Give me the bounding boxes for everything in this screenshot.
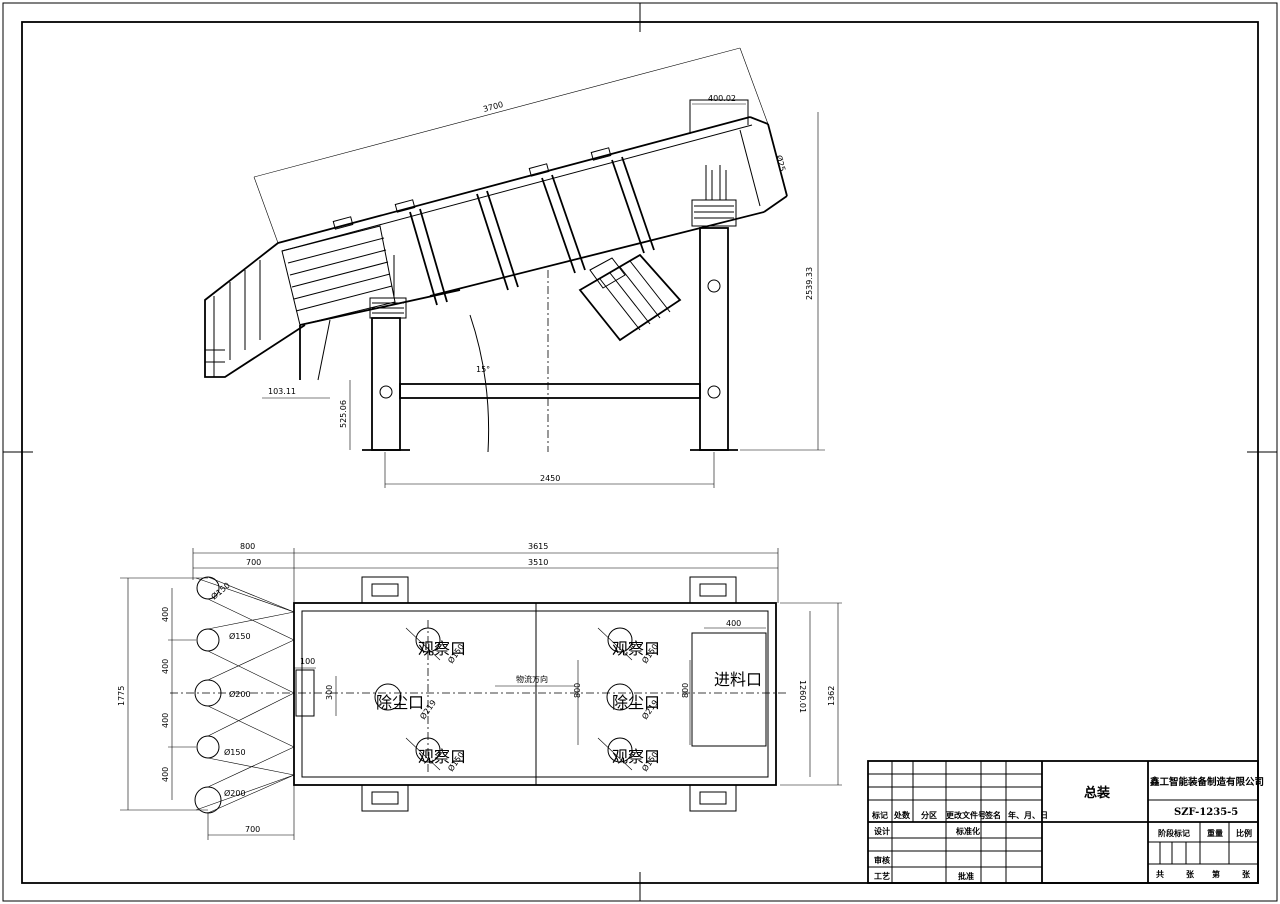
label-observation-2: 观察口: [418, 747, 466, 766]
dim-400-1: 400: [161, 607, 170, 622]
vibrator-motor: [578, 253, 682, 342]
tb-drawing-name: 总装: [1084, 785, 1110, 801]
springs: [369, 165, 737, 319]
label-feed-inlet: 进料口: [714, 670, 762, 689]
tb-scale: 比例: [1236, 828, 1252, 838]
dim-2539-33: 2539.33: [805, 267, 814, 300]
port-label-1: Ø150: [209, 580, 232, 602]
dim-525-06: 525.06: [339, 400, 348, 428]
dim-400-3: 400: [161, 713, 170, 728]
tb-company: 鑫工智能装备制造有限公司: [1150, 776, 1264, 788]
dim-400-4: 400: [161, 767, 170, 782]
tb-standardization: 标准化: [955, 826, 980, 836]
mounting-feet: [361, 576, 737, 812]
tb-col-count: 处数: [893, 810, 911, 820]
tb-design: 设计: [874, 826, 890, 836]
dim-700-bottom: 700: [245, 825, 260, 834]
label-dust-2: 除尘口: [612, 693, 660, 712]
plan-dimensions: [120, 548, 842, 840]
tb-approve: 批准: [958, 871, 974, 881]
feed-opening: [691, 632, 767, 747]
dim-800-a: 800: [573, 683, 582, 698]
screen-box: [204, 99, 788, 381]
title-block: 标记 处数 分区 更改文件号 签名 年、月、日 设计 标准化 审核 工艺 批准 …: [867, 760, 1264, 884]
dim-100: 100: [300, 657, 315, 666]
tb-drawing-no: SZF-1235-5: [1174, 807, 1238, 818]
plan-view: 3615 3510 800 700 700 1775 400 400 400 4…: [117, 542, 842, 840]
label-observation-1: 观察口: [418, 639, 466, 658]
dim-400-feed: 400: [726, 619, 741, 628]
tb-col-date: 年、月、日: [1008, 810, 1048, 820]
dim-400-02: 400.02: [708, 94, 736, 103]
port-label-3: Ø200: [229, 689, 251, 699]
dim-300: 300: [325, 685, 334, 700]
tb-weight: 重量: [1207, 828, 1223, 838]
tb-review: 审核: [874, 855, 890, 865]
dim-1362: 1362: [827, 686, 836, 706]
dim-103-11: 103.11: [268, 387, 296, 396]
dim-700-top: 700: [246, 558, 261, 567]
label-observation-4: 观察口: [612, 747, 660, 766]
inspection-ports: [374, 627, 634, 771]
dim-3700: 3700: [482, 100, 504, 114]
dim-2450: 2450: [540, 474, 560, 483]
dim-800: 800: [240, 542, 255, 551]
tb-col-change-doc: 更改文件号: [946, 810, 986, 820]
tb-process: 工艺: [874, 871, 890, 881]
side-view: 3700 400.02 Ø25 2539.33 103.11 525.06 24…: [204, 47, 825, 488]
tb-stage-mark: 阶段标记: [1158, 828, 1190, 838]
tb-col-signature: 签名: [984, 810, 1001, 820]
discharge-ports: [194, 576, 295, 814]
tb-sheets-unit-1: 张: [1186, 870, 1195, 879]
label-flow-direction: 物流方向: [516, 674, 548, 684]
dim-3510: 3510: [528, 558, 548, 567]
dim-1260-01: 1260.01: [798, 680, 807, 713]
tb-sheets-unit-2: 张: [1242, 870, 1251, 879]
port-label-4: Ø150: [224, 747, 246, 757]
port-label-2: Ø150: [229, 631, 251, 641]
port-label-5: Ø200: [224, 788, 246, 798]
tb-sheets-total: 共: [1156, 869, 1164, 879]
tb-col-zone: 分区: [921, 810, 937, 820]
tb-sheet-no: 第: [1212, 869, 1220, 879]
dim-angle-15: 15°: [476, 365, 490, 374]
dim-3615: 3615: [528, 542, 548, 551]
dim-800-b: 800: [681, 683, 690, 698]
label-dust-1: 除尘口: [376, 693, 424, 712]
side-dimensions: [253, 47, 825, 488]
dim-1775: 1775: [117, 686, 126, 706]
dim-400-2: 400: [161, 659, 170, 674]
dim-d25: Ø25: [774, 154, 788, 173]
label-observation-3: 观察口: [612, 639, 660, 658]
tb-col-mark: 标记: [871, 810, 888, 820]
base-frame: [362, 227, 738, 451]
